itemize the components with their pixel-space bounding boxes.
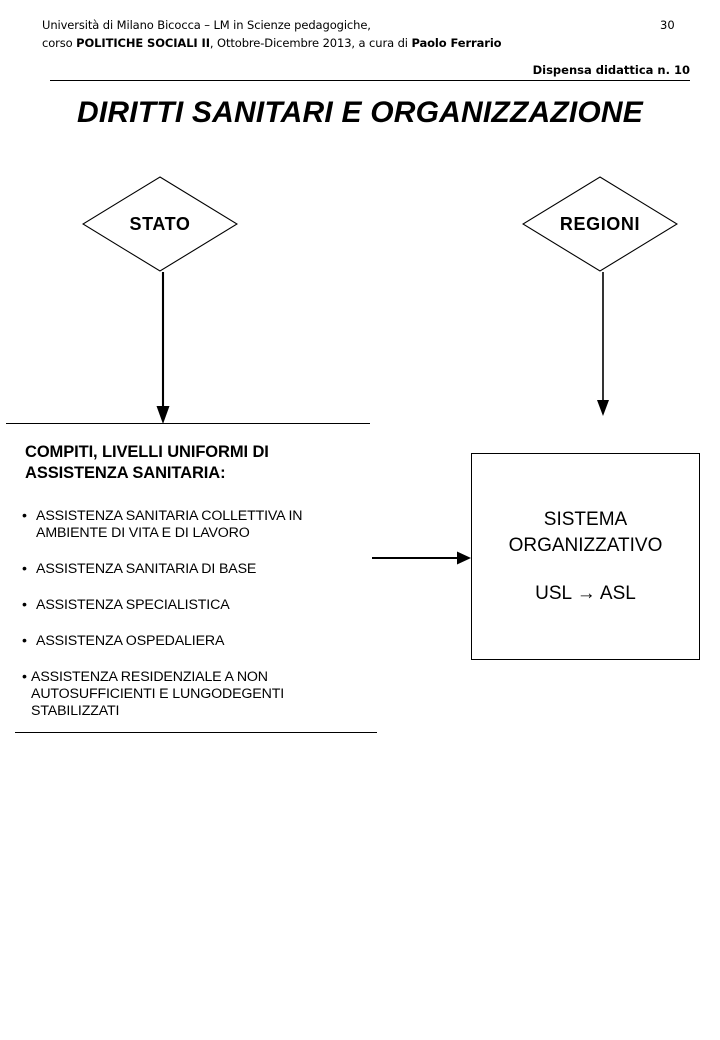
sistema-line-2: ORGANIZZATIVO — [508, 534, 663, 556]
list-item-label: ASSISTENZA SANITARIA COLLETTIVA IN AMBIE… — [36, 508, 303, 541]
node-regioni-label: REGIONI — [559, 213, 641, 234]
node-stato-label: STATO — [129, 213, 191, 234]
header-institution-line: Università di Milano Bicocca – LM in Sci… — [42, 18, 371, 32]
list-item: • ASSISTENZA SPECIALISTICA — [22, 597, 372, 614]
bullet-icon: • — [22, 508, 27, 524]
compiti-list: • ASSISTENZA SANITARIA COLLETTIVA IN AMB… — [22, 508, 372, 720]
bullet-icon: • — [22, 669, 27, 685]
left-block-heading: COMPITI, LIVELLI UNIFORMI DI ASSISTENZA … — [25, 443, 269, 482]
list-item-label: ASSISTENZA OSPEDALIERA — [36, 633, 225, 649]
list-item-label: ASSISTENZA RESIDENZIALE A NON AUTOSUFFIC… — [31, 669, 285, 719]
list-item: • ASSISTENZA OSPEDALIERA — [22, 633, 372, 650]
left-block-bottom-rule — [15, 732, 377, 733]
page-title: DIRITTI SANITARI E ORGANIZZAZIONE — [76, 96, 644, 129]
diamond-shape-icon — [522, 176, 678, 272]
arrow-regioni-to-sistema — [587, 272, 619, 423]
header-course-name: POLITICHE SOCIALI II — [76, 36, 210, 50]
node-stato: STATO — [82, 176, 238, 272]
header-course-dates: , Ottobre-Dicembre 2013, a cura di — [209, 36, 412, 50]
list-item: • ASSISTENZA SANITARIA COLLETTIVA IN AMB… — [22, 508, 372, 542]
list-item: • ASSISTENZA RESIDENZIALE A NON AUTOSUFF… — [22, 669, 372, 720]
header-course-prefix: corso — [42, 36, 77, 50]
bullet-icon: • — [22, 597, 27, 613]
right-arrow-icon — [372, 551, 471, 565]
arrow-compiti-to-sistema — [370, 546, 474, 575]
list-item-label: ASSISTENZA SANITARIA DI BASE — [36, 561, 257, 577]
node-sistema-organizzativo: SISTEMA ORGANIZZATIVO USL → ASL — [471, 453, 700, 660]
header-course-line: corso POLITICHE SOCIALI II, Ottobre-Dice… — [42, 36, 502, 50]
diamond-shape-icon — [82, 176, 238, 272]
bullet-icon: • — [22, 561, 27, 577]
down-arrow-icon — [597, 272, 609, 416]
page-number: 30 — [660, 18, 675, 32]
down-arrow-icon — [156, 272, 170, 424]
bullet-icon: • — [22, 633, 27, 649]
list-item: • ASSISTENZA SANITARIA DI BASE — [22, 561, 372, 578]
header-divider-rule — [50, 80, 690, 81]
sistema-line-1: SISTEMA — [543, 508, 628, 530]
left-block-top-rule — [6, 423, 370, 424]
node-regioni: REGIONI — [522, 176, 678, 272]
header-author-name: Paolo Ferrario — [411, 36, 502, 50]
list-item-label: ASSISTENZA SPECIALISTICA — [36, 597, 230, 613]
sistema-line-3: USL → ASL — [535, 582, 636, 604]
handout-label: Dispensa didattica n. 10 — [532, 63, 690, 77]
arrow-stato-to-compiti — [147, 272, 179, 431]
